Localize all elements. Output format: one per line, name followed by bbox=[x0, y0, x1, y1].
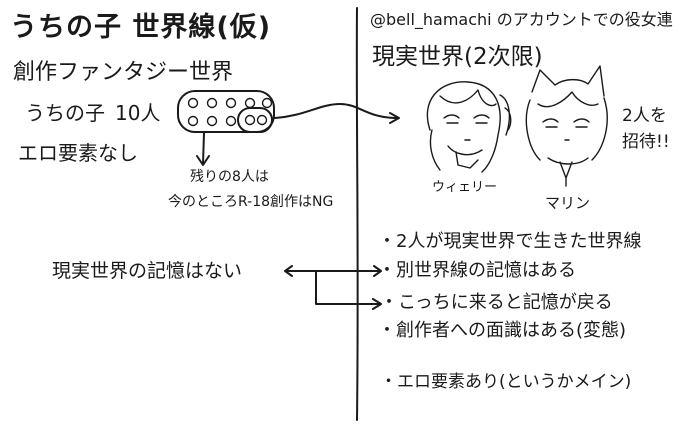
ten-circles-group bbox=[177, 90, 275, 133]
memory-branch-arrow bbox=[315, 270, 382, 310]
page-title: うちの子 世界線(仮) bbox=[10, 12, 272, 43]
real-world-title: 現実世界(2次限) bbox=[372, 44, 543, 70]
no-memory-label: 現実世界の記憶はない bbox=[52, 260, 243, 282]
character-name-1: ウィェリー bbox=[432, 180, 498, 195]
remaining-eight-note: 残りの8人は bbox=[190, 169, 269, 185]
center-divider bbox=[355, 7, 359, 421]
bullet-item: ・別世界線の記憶はある bbox=[378, 260, 576, 281]
account-header: @bell_hamachi のアカウントでの役女連 bbox=[370, 10, 673, 29]
bullet-item: ・こっちに来ると記憶が戻る bbox=[380, 292, 613, 313]
our-kids-label: うちの子 bbox=[25, 101, 105, 125]
character-portrait-2 bbox=[525, 65, 608, 187]
arrow-down-to-note bbox=[196, 132, 210, 166]
bullet-item: ・2人が現実世界で生きた世界線 bbox=[378, 231, 642, 252]
character-portrait-1 bbox=[426, 81, 512, 173]
bullet-item: ・創作者への面識はある(変態) bbox=[378, 320, 627, 341]
no-adult-elements-label: エロ要素なし bbox=[18, 141, 138, 165]
bullet-item: ・エロ要素あり(というかメイン) bbox=[380, 372, 632, 392]
character-name-2: マリン bbox=[545, 194, 591, 212]
r18-ng-note: 今のところR-18創作はNG bbox=[168, 194, 334, 210]
arrow-to-right-side bbox=[274, 103, 400, 124]
ten-people-label: 10人 bbox=[115, 101, 161, 125]
fantasy-world-label: 創作ファンタジー世界 bbox=[13, 60, 234, 85]
invite-line-2: 招待!! bbox=[622, 132, 670, 152]
memory-arrow bbox=[284, 265, 382, 277]
invite-line-1: 2人を bbox=[622, 106, 667, 126]
